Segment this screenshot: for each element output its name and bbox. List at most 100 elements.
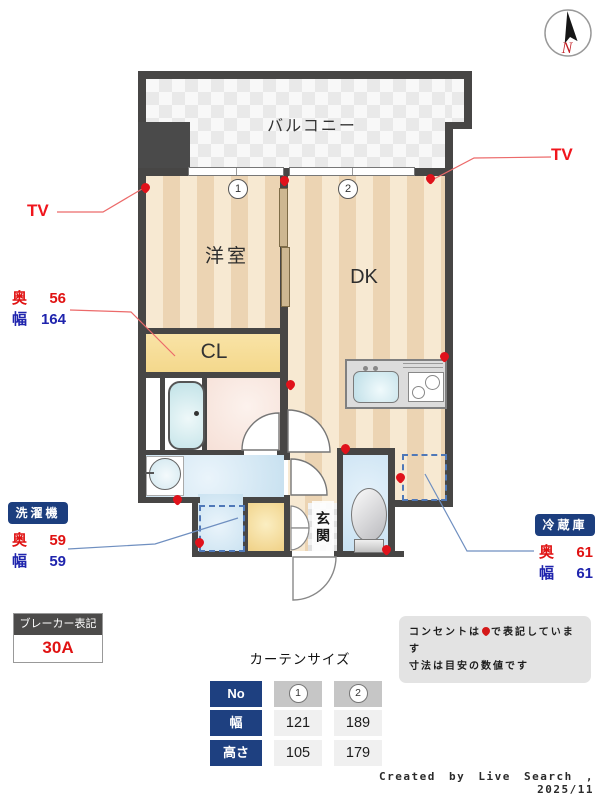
fridge-depth-value: 61 — [576, 544, 593, 561]
wall-closet-top — [144, 328, 288, 334]
washer-badge: 洗濯機 — [8, 502, 68, 524]
balcony-label: バルコニー — [267, 118, 357, 135]
burner-icon — [412, 386, 425, 399]
window-marker-1: 1 — [228, 179, 248, 199]
note-line1-pre: コンセントは — [409, 627, 481, 638]
closet-label: CL — [200, 340, 228, 363]
breaker-title: ブレーカー表記 — [14, 614, 102, 635]
closet-size-callout: 奥 56 幅 164 — [12, 288, 66, 330]
legend-note-box: コンセントはで表記しています 寸法は目安の数値です — [399, 616, 591, 683]
window-1 — [188, 167, 284, 176]
bathtub — [168, 381, 205, 450]
wall-right — [445, 122, 453, 507]
counter-vent-lines — [403, 363, 443, 368]
washer-width-label: 幅 — [12, 553, 28, 570]
wall-lower-left — [192, 497, 198, 557]
wall-partition — [280, 176, 288, 452]
compass-north-text: N — [561, 40, 574, 57]
closet-depth-label: 奥 — [12, 290, 28, 307]
breaker-value: 30A — [42, 638, 74, 657]
bathtub-drain-icon — [194, 411, 199, 416]
window-2 — [289, 167, 415, 176]
western-room-floor — [146, 176, 280, 328]
outlet-marker-icon — [480, 625, 492, 637]
washer-width-value: 59 — [49, 553, 66, 570]
dk-label: DK — [350, 266, 378, 288]
faucet-icon — [363, 366, 368, 371]
fridge-depth-label: 奥 — [539, 544, 555, 561]
burner-icon — [425, 375, 440, 390]
wall-balcony-top — [138, 71, 472, 79]
wall-shoebox-top — [243, 497, 289, 503]
sliding-door-panel-2 — [281, 247, 290, 307]
curtain-col2-number: 2 — [348, 684, 368, 704]
tv-label-left: TV — [27, 201, 49, 220]
credit-text: Created by Live Search , 2025/11 — [379, 770, 594, 796]
window-marker-2: 2 — [338, 179, 358, 199]
wash-basin — [149, 458, 181, 490]
note-line1-post: で表記しています — [409, 627, 575, 655]
curtain-width-2: 189 — [334, 710, 382, 736]
wall-left — [138, 71, 146, 503]
fridge-space-outline — [402, 454, 447, 501]
kitchen-counter — [345, 359, 447, 409]
wall-pillar — [138, 122, 190, 170]
breaker-box: ブレーカー表記 30A — [13, 613, 103, 663]
wall-toilet-top — [337, 448, 395, 455]
curtain-height-1: 105 — [274, 740, 322, 766]
fridge-size-callout: 奥 61 幅 61 — [539, 542, 593, 584]
faucet-icon — [373, 366, 378, 371]
wall-shoebox-left — [243, 497, 248, 553]
curtain-col1-number: 1 — [288, 684, 308, 704]
washer-depth-label: 奥 — [12, 532, 28, 549]
north-arrow-icon — [564, 11, 578, 44]
shoe-cabinet — [248, 503, 284, 551]
balcony-floor — [146, 79, 452, 168]
powder-room-floor — [207, 378, 280, 450]
washer-depth-value: 59 — [49, 532, 66, 549]
curtain-height-2: 179 — [334, 740, 382, 766]
wall-bottom-a — [192, 551, 292, 557]
closet-width-value: 164 — [40, 311, 66, 328]
washer-size-callout: 奥 59 幅 59 — [12, 530, 66, 572]
wall-bath-div1 — [160, 378, 165, 452]
wall-corridor-left-b — [284, 495, 290, 553]
kitchen-stove — [408, 372, 444, 402]
basin-tap-icon — [145, 472, 154, 474]
wall-dk-bottom — [388, 500, 453, 507]
closet-depth-value: 56 — [49, 290, 66, 307]
fridge-width-label: 幅 — [539, 565, 555, 582]
wall-bottom-b — [334, 551, 404, 557]
sliding-door-panel-1 — [279, 188, 288, 247]
wall-toilet-left — [337, 448, 343, 557]
balcony-floor-notch — [452, 79, 464, 129]
curtain-table-title: カーテンサイズ — [249, 652, 351, 667]
curtain-col-1: 1 — [274, 681, 322, 707]
wall-step — [445, 122, 472, 129]
door-arc-front-door — [292, 556, 337, 601]
closet-width-label: 幅 — [12, 311, 28, 328]
curtain-col-no: No — [210, 681, 262, 707]
curtain-width-1: 121 — [274, 710, 322, 736]
curtain-width-label: 幅 — [210, 710, 262, 736]
entrance-label: 玄関 — [312, 501, 334, 555]
kitchen-sink — [353, 371, 399, 403]
fridge-badge: 冷蔵庫 — [535, 514, 595, 536]
wall-balcony-right — [464, 71, 472, 129]
compass: N — [544, 9, 592, 57]
toilet-bowl — [351, 488, 387, 542]
compass-circle — [544, 9, 592, 57]
wall-washroom-top-a — [144, 450, 244, 455]
wall-closet-bottom — [144, 372, 288, 378]
curtain-col-2: 2 — [334, 681, 382, 707]
washer-space-outline — [199, 505, 245, 552]
fridge-width-value: 61 — [576, 565, 593, 582]
toilet-tank — [354, 539, 384, 553]
wall-corridor-left-a — [284, 452, 290, 460]
wall-washroom-bottom — [138, 497, 200, 503]
tv-label-right: TV — [551, 145, 573, 164]
curtain-height-label: 高さ — [210, 740, 262, 766]
note-line2: 寸法は目安の数値です — [409, 661, 529, 672]
leader-tv-left — [57, 188, 143, 213]
